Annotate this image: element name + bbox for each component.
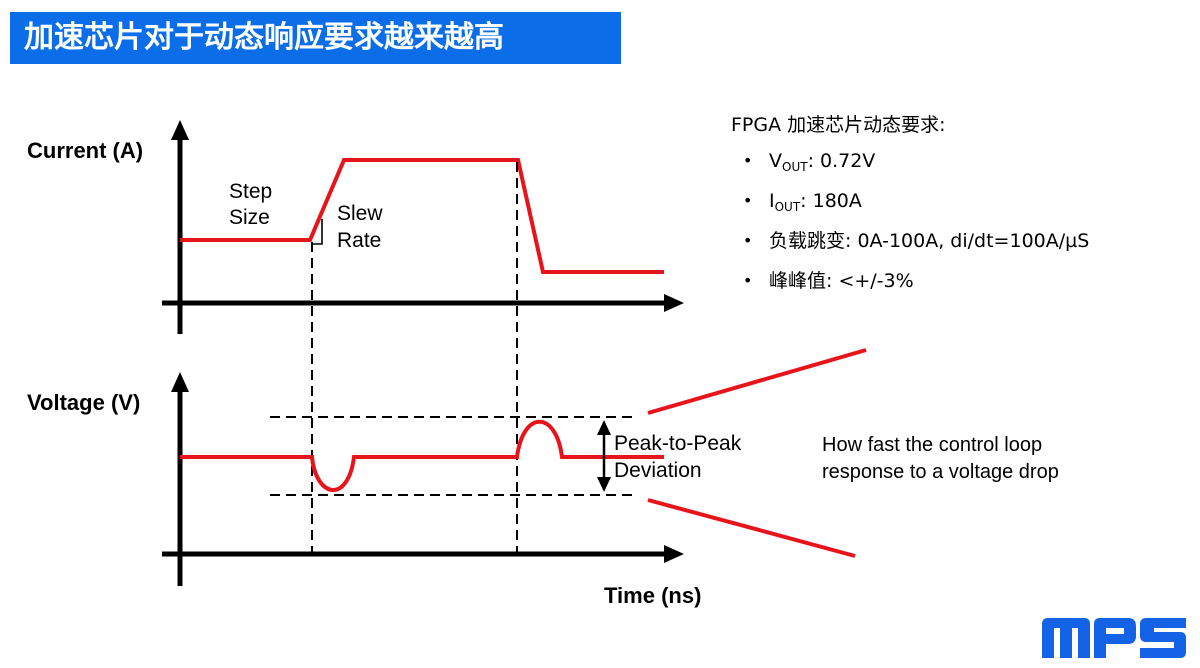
- peak-to-peak-label-line2: Deviation: [614, 459, 702, 482]
- current-y-arrowhead: [171, 120, 189, 140]
- voltage-waveform: [180, 419, 664, 492]
- control-loop-note: How fast the control loop response to a …: [822, 432, 1152, 486]
- bullet-icon: •: [743, 191, 753, 210]
- vout-value: : 0.72V: [807, 150, 876, 172]
- bullet-icon: •: [743, 271, 753, 290]
- bullet-icon: •: [743, 231, 753, 250]
- current-waveform: [180, 158, 664, 274]
- vout-label: V: [769, 150, 782, 172]
- note-line2: response to a voltage drop: [822, 461, 1059, 483]
- list-item-peak-peak: • 峰峰值: <+/-3%: [731, 266, 1151, 296]
- mps-logo: [1042, 618, 1186, 658]
- step-size-label-line1: Step: [229, 180, 272, 203]
- note-line1: How fast the control loop: [822, 434, 1043, 456]
- iout-value: : 180A: [800, 190, 862, 212]
- mps-logo-letters: [1042, 618, 1186, 658]
- list-item-vout: • VOUT: 0.72V: [731, 146, 1151, 176]
- step-size-label-line2: Size: [229, 206, 270, 229]
- voltage-axis-label: Voltage (V): [27, 390, 140, 415]
- list-item-iout: • IOUT: 180A: [731, 186, 1151, 216]
- current-x-arrowhead: [664, 294, 684, 312]
- peak-to-peak-label-line1: Peak-to-Peak: [614, 432, 742, 455]
- vout-subscript: OUT: [782, 160, 808, 174]
- time-axis-label: Time (ns): [604, 583, 701, 608]
- bullet-icon: •: [743, 151, 753, 170]
- zoom-line-lower: [647, 498, 856, 558]
- voltage-y-arrowhead: [171, 372, 189, 392]
- page-title: 加速芯片对于动态响应要求越来越高: [24, 20, 504, 55]
- slew-rate-label-line1: Slew: [337, 202, 383, 225]
- requirements-list: •VOUT: 0.72V •IOUT: 180A •负载跳变: 0A-100A,…: [731, 146, 1151, 296]
- slew-rate-label-line2: Rate: [337, 229, 381, 252]
- slew-rate-bracket: [312, 219, 323, 245]
- load-step-text: 负载跳变: 0A-100A, di/dt=100A/µS: [769, 230, 1090, 252]
- current-plot: Current (A) Step Size Slew Rate: [27, 120, 684, 334]
- peak-to-peak-arrow-top: [597, 420, 611, 435]
- peak-peak-text: 峰峰值: <+/-3%: [769, 270, 914, 292]
- list-item-load-step: • 负载跳变: 0A-100A, di/dt=100A/µS: [731, 226, 1151, 256]
- current-axis-label: Current (A): [27, 138, 143, 163]
- voltage-x-arrowhead: [664, 545, 684, 563]
- voltage-plot: Voltage (V) Time (ns) Peak-to-Peak Devia…: [27, 162, 867, 608]
- fpga-requirements: FPGA 加速芯片动态要求: •VOUT: 0.72V •IOUT: 180A …: [731, 110, 1151, 306]
- requirements-heading: FPGA 加速芯片动态要求:: [731, 114, 946, 136]
- peak-to-peak-arrow-bottom: [597, 477, 611, 492]
- title-banner: 加速芯片对于动态响应要求越来越高: [10, 12, 621, 64]
- iout-label: I: [769, 190, 775, 212]
- iout-subscript: OUT: [774, 200, 801, 214]
- zoom-line-upper: [647, 348, 867, 415]
